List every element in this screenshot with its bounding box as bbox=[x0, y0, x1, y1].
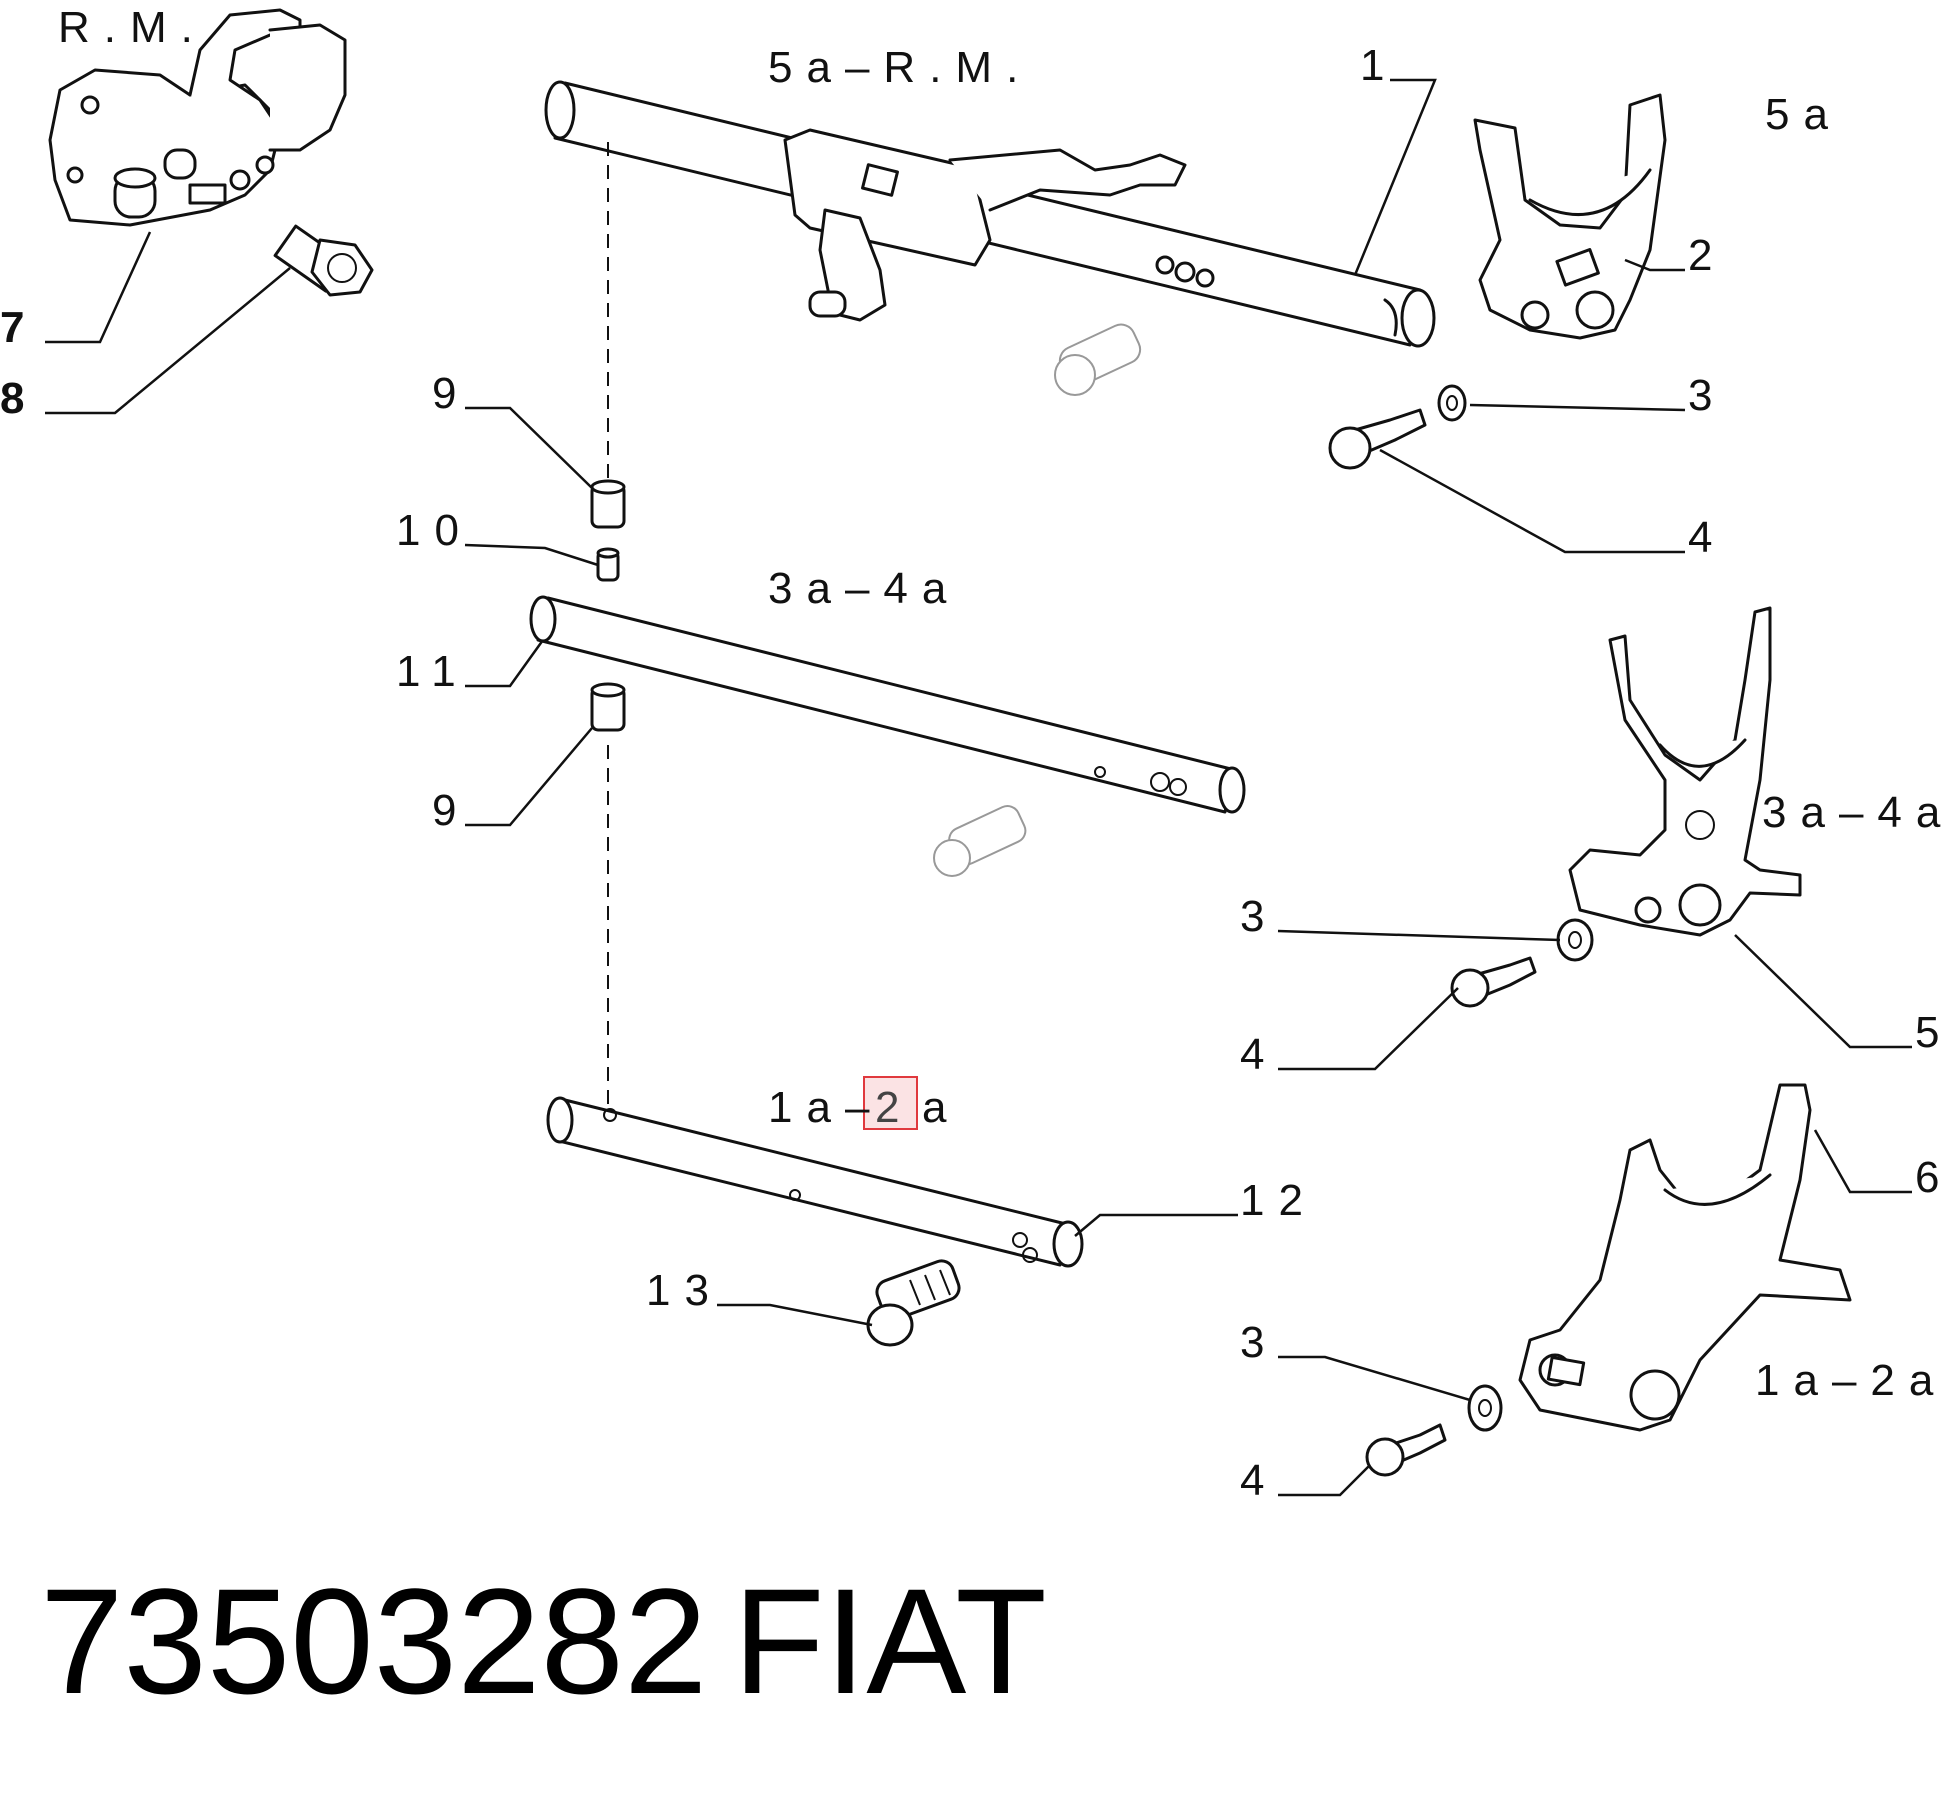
leader-lines bbox=[45, 78, 1912, 1497]
reverse-bracket-assembly bbox=[48, 8, 347, 227]
bolt-8 bbox=[273, 224, 374, 297]
brand-name: FIAT bbox=[733, 1557, 1047, 1725]
label-fork-5a: 5a bbox=[1765, 90, 1842, 139]
washer-3-bottom bbox=[1467, 1384, 1503, 1432]
callout-3-top: 3 bbox=[1688, 371, 1726, 420]
callout-3-middle: 3 bbox=[1240, 892, 1278, 941]
detent-plunger-faint-middle bbox=[933, 805, 1027, 877]
shift-rail-11 bbox=[529, 595, 1246, 814]
shift-rail-1 bbox=[544, 80, 1436, 348]
label-rail-5a-rm: 5a–R.M. bbox=[768, 43, 1032, 92]
part-number: 73503282 bbox=[40, 1557, 707, 1725]
shift-fork-2 bbox=[1473, 93, 1667, 340]
highlight-box bbox=[863, 1076, 918, 1130]
callout-6: 6 bbox=[1915, 1153, 1944, 1202]
screw-4-middle bbox=[1450, 956, 1537, 1008]
callout-4-middle: 4 bbox=[1240, 1030, 1278, 1079]
label-rm-top-left: R.M. bbox=[58, 3, 207, 52]
callout-2: 2 bbox=[1688, 231, 1726, 280]
label-rail-1a-2a-highlighted: 2 bbox=[875, 1083, 913, 1132]
label-rail-1a-2a-suffix: a bbox=[922, 1083, 960, 1132]
label-rail-1a-2a-prefix: 1a– bbox=[768, 1083, 883, 1132]
label-fork-1a-2a: 1a–2a bbox=[1755, 1356, 1944, 1405]
washer-3-top bbox=[1437, 384, 1467, 422]
pin-9-middle bbox=[590, 682, 626, 732]
callout-8: 8 bbox=[0, 374, 24, 423]
callout-3-bottom: 3 bbox=[1240, 1318, 1278, 1367]
callout-9-middle: 9 bbox=[432, 786, 470, 835]
callout-13: 13 bbox=[646, 1266, 723, 1315]
callout-1: 1 bbox=[1360, 41, 1398, 90]
callout-5: 5 bbox=[1915, 1008, 1944, 1057]
callout-4-top: 4 bbox=[1688, 513, 1726, 562]
label-fork-3a-4a: 3a–4a bbox=[1762, 788, 1944, 837]
detent-plunger-13 bbox=[866, 1259, 961, 1347]
washer-3-middle bbox=[1556, 918, 1594, 962]
screw-4-bottom bbox=[1365, 1423, 1447, 1477]
callout-7: 7 bbox=[0, 303, 24, 352]
pin-10 bbox=[596, 547, 620, 582]
pin-9-top bbox=[590, 479, 626, 529]
callout-10: 10 bbox=[396, 506, 473, 555]
callout-12: 12 bbox=[1240, 1176, 1317, 1225]
callout-4-bottom: 4 bbox=[1240, 1456, 1278, 1505]
shift-rail-12 bbox=[546, 1096, 1084, 1268]
shift-fork-6 bbox=[1518, 1083, 1852, 1432]
detent-plunger-faint-top bbox=[1054, 323, 1142, 396]
screw-4-top bbox=[1328, 408, 1427, 470]
callout-9-top: 9 bbox=[432, 369, 470, 418]
callout-11: 11 bbox=[396, 647, 470, 696]
shift-fork-5 bbox=[1568, 606, 1802, 937]
label-rail-3a-4a: 3a–4a bbox=[768, 564, 960, 613]
